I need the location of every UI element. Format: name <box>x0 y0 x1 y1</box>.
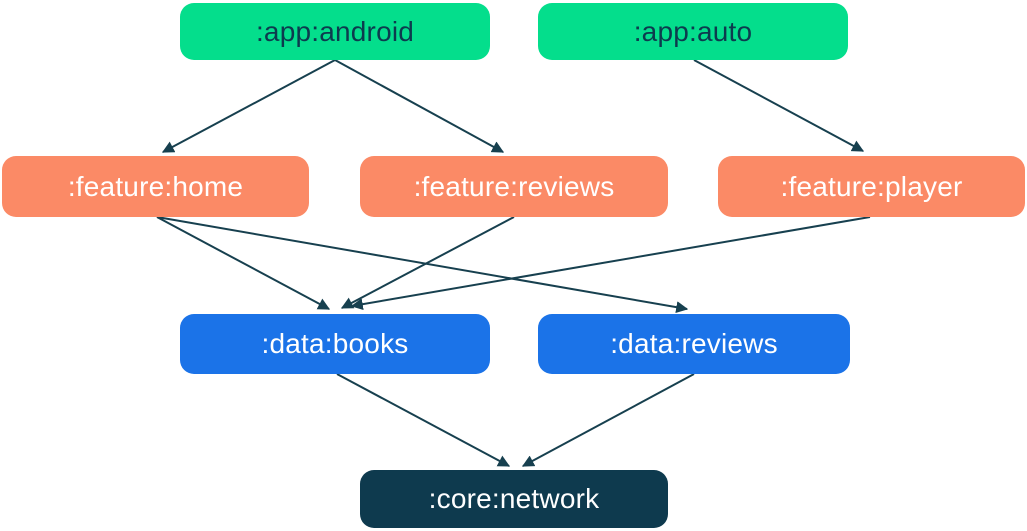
node-label: :data:books <box>261 328 409 359</box>
edge-feature-home-to-data-reviews <box>156 216 689 314</box>
node-feature-reviews: :feature:reviews <box>360 156 668 217</box>
node-data-books: :data:books <box>180 314 490 374</box>
edge-data-books-to-core-network <box>336 373 511 467</box>
node-label: :app:android <box>255 15 415 47</box>
edge-app-auto-to-feature-player <box>693 59 865 152</box>
node-feature-player: :feature:player <box>718 156 1025 217</box>
node-core-network: :core:network <box>360 470 668 528</box>
node-label: :app:auto <box>633 15 753 47</box>
node-label: :core:network <box>428 483 600 514</box>
node-label: :feature:player <box>780 170 963 202</box>
edge-app-android-to-feature-reviews <box>334 59 505 153</box>
edge-feature-reviews-to-data-books <box>340 216 515 309</box>
edge-app-android-to-feature-home <box>161 59 336 153</box>
node-app-android: :app:android <box>180 3 490 60</box>
node-label: :feature:home <box>67 170 244 202</box>
node-feature-home: :feature:home <box>2 156 309 217</box>
edge-feature-player-to-data-books <box>350 216 871 311</box>
node-label: :feature:reviews <box>413 170 615 202</box>
node-data-reviews: :data:reviews <box>538 314 850 374</box>
edge-feature-home-to-data-books <box>156 216 331 310</box>
node-app-auto: :app:auto <box>538 3 848 60</box>
node-label: :data:reviews <box>610 328 778 359</box>
edge-data-reviews-to-core-network <box>521 373 695 467</box>
